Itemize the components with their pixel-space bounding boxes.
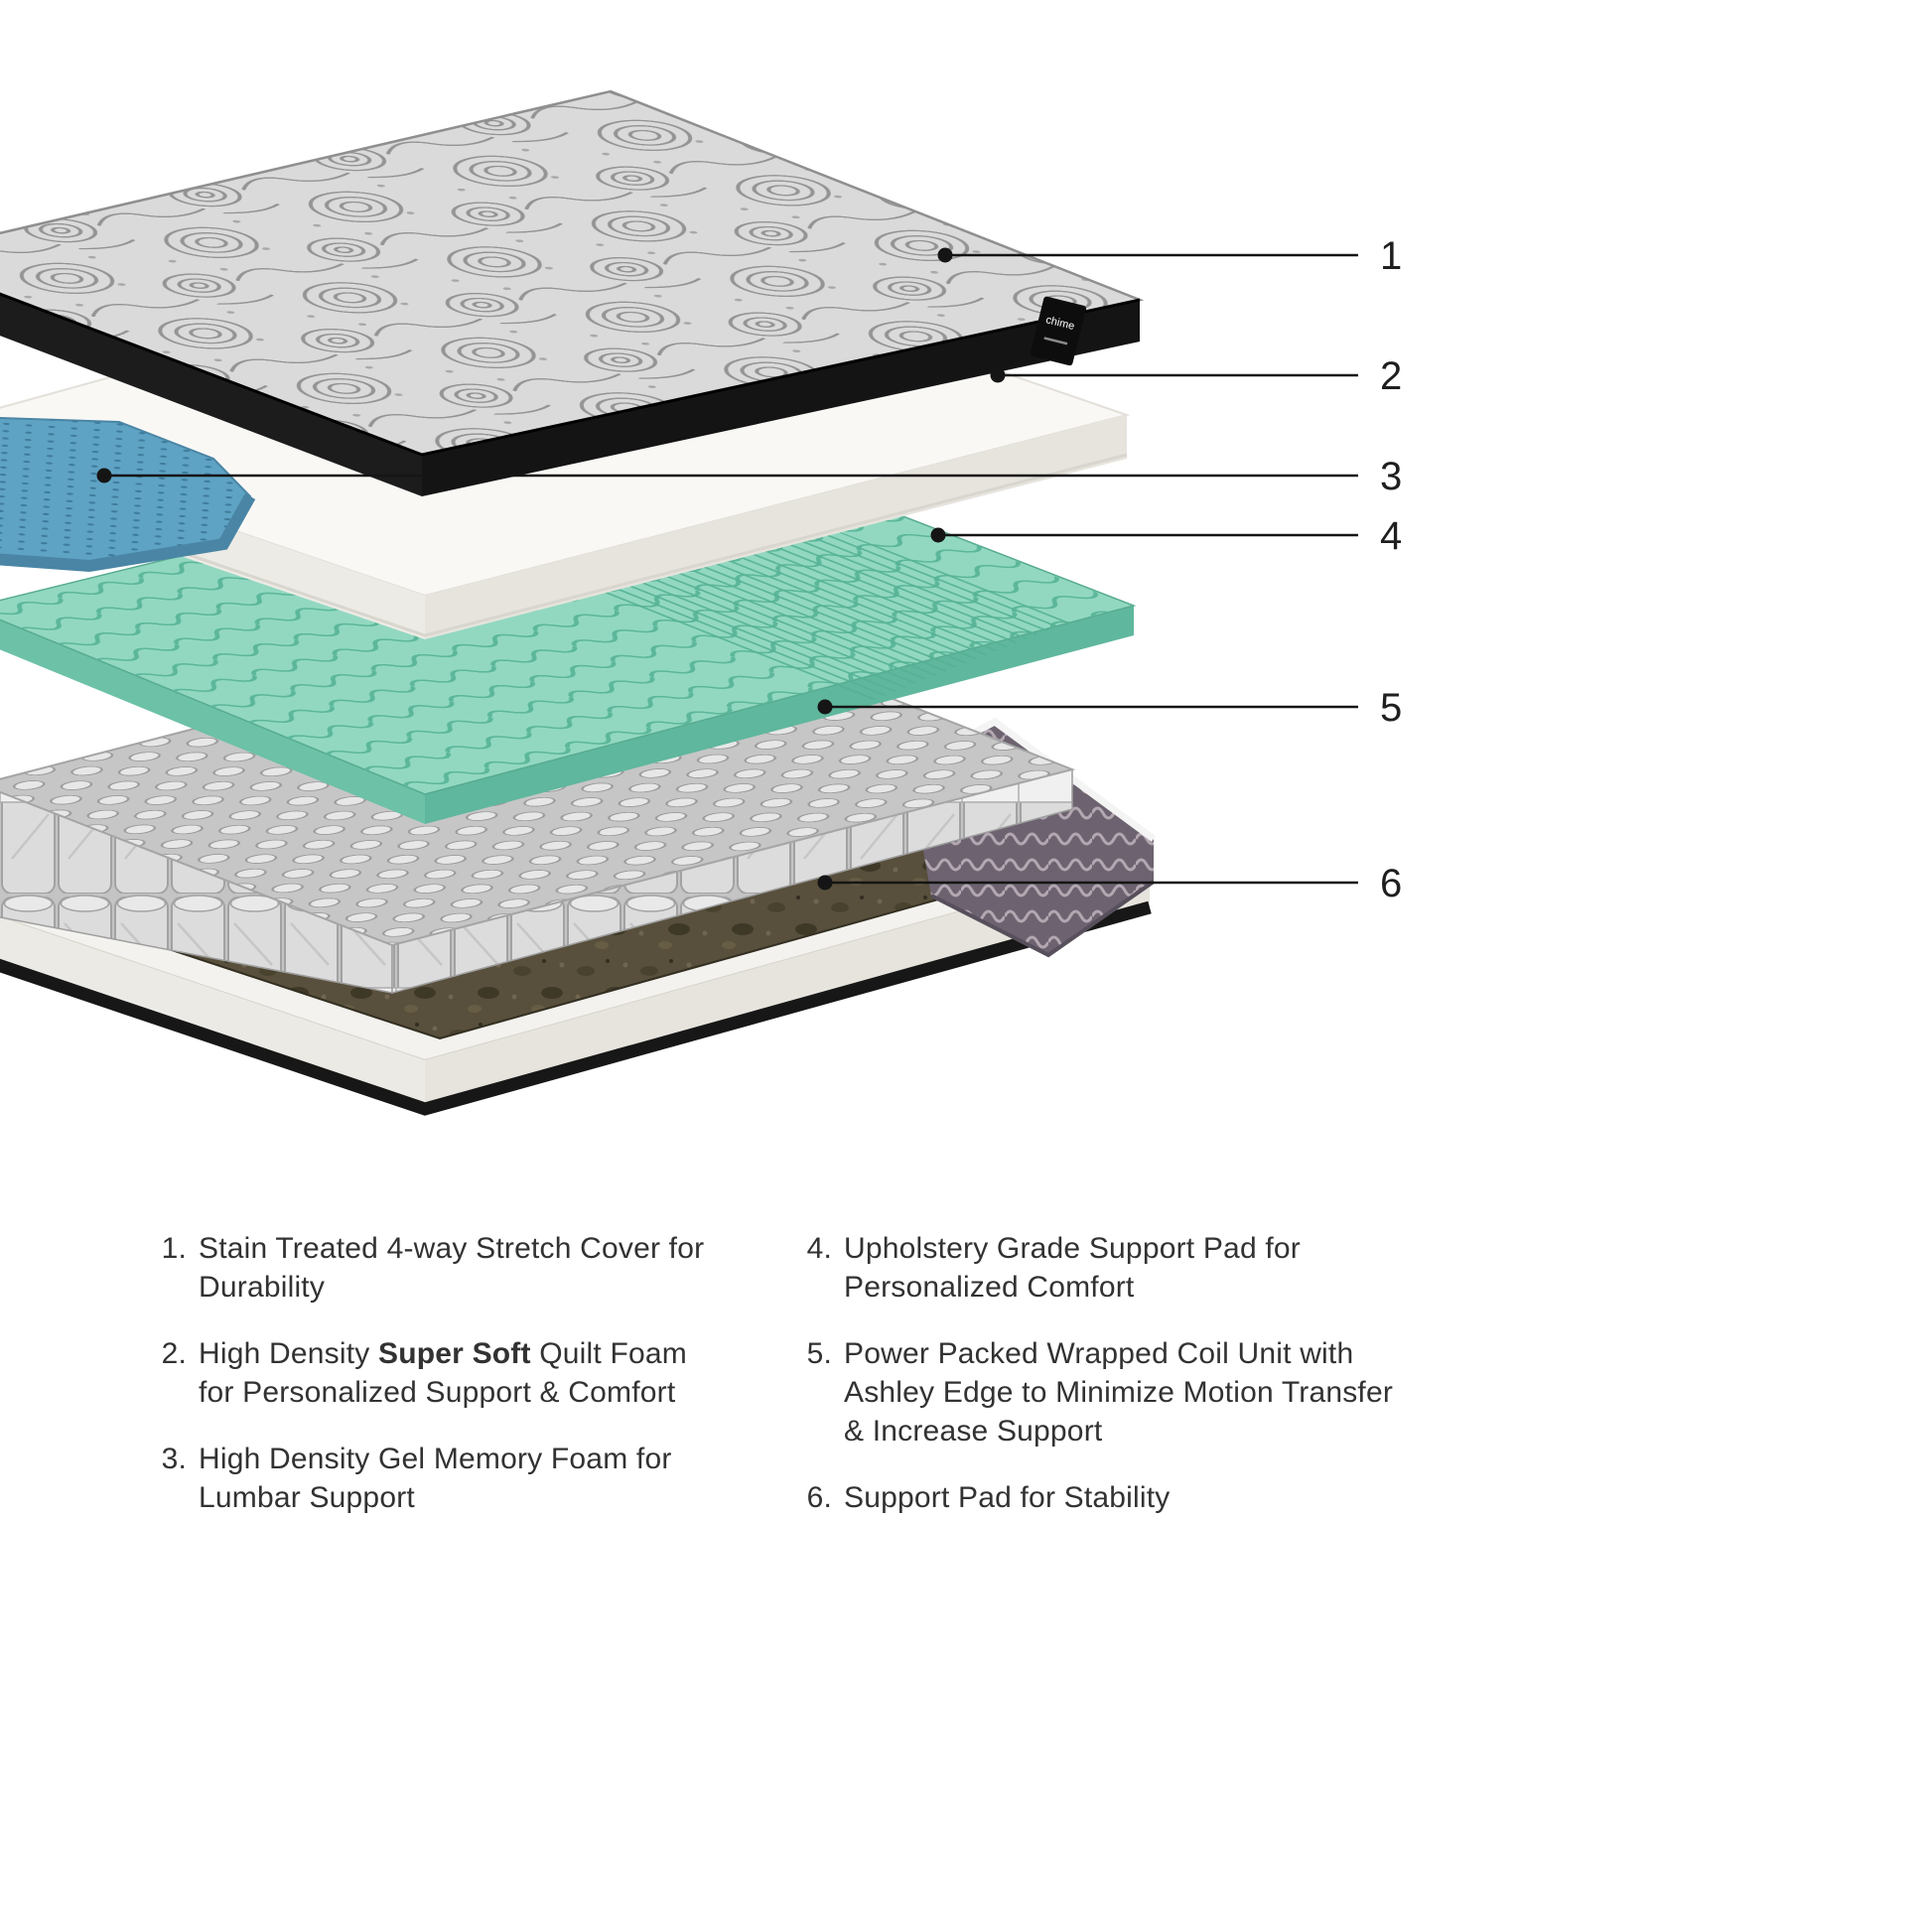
callout-number-2: 2 bbox=[1380, 354, 1402, 398]
legend-item-2: 2. High Density Super Soft Quilt Foam fo… bbox=[139, 1334, 715, 1412]
legend-item-6-text: Support Pad for Stability bbox=[844, 1481, 1171, 1514]
legend-item-3: 3. High Density Gel Memory Foam for Lumb… bbox=[139, 1440, 715, 1517]
callout-line-4 bbox=[930, 527, 1358, 543]
callout-line-2 bbox=[990, 367, 1358, 383]
exploded-mattress-illustration: chime bbox=[0, 89, 1402, 1116]
legend-item-6: 6. Support Pad for Stability bbox=[784, 1478, 1400, 1517]
legend-item-6-number: 6. bbox=[806, 1481, 832, 1514]
legend-item-2-number: 2. bbox=[161, 1337, 187, 1370]
brand-tag: chime bbox=[1030, 296, 1087, 366]
legend-item-3-text: High Density Gel Memory Foam for Lumbar … bbox=[199, 1443, 672, 1514]
callout-lines bbox=[96, 247, 1358, 891]
legend-item-3-number: 3. bbox=[161, 1443, 187, 1475]
callout-line-1 bbox=[937, 247, 1358, 263]
cover-layer: chime bbox=[0, 89, 1145, 496]
callout-line-5 bbox=[817, 699, 1358, 715]
legend-item-4-text: Upholstery Grade Support Pad for Persona… bbox=[844, 1232, 1301, 1304]
legend-item-5: 5. Power Packed Wrapped Coil Unit with A… bbox=[784, 1334, 1400, 1450]
callout-number-3: 3 bbox=[1380, 455, 1402, 498]
legend-item-1-number: 1. bbox=[161, 1232, 187, 1265]
callout-number-6: 6 bbox=[1380, 862, 1402, 905]
legend-item-2-text-bold: Super Soft bbox=[378, 1337, 531, 1370]
legend-item-1-text: Stain Treated 4-way Stretch Cover for Du… bbox=[199, 1232, 705, 1304]
callout-line-6 bbox=[817, 875, 1358, 891]
legend-item-2-text-post: Quilt Foam for Personalized Support & Co… bbox=[199, 1337, 687, 1409]
legend-item-5-number: 5. bbox=[806, 1337, 832, 1370]
legend-column-left: 1. Stain Treated 4-way Stretch Cover for… bbox=[139, 1229, 715, 1517]
callout-number-4: 4 bbox=[1380, 514, 1402, 558]
legend-item-2-text-pre: High Density bbox=[199, 1337, 379, 1370]
gel-foam-layer bbox=[0, 416, 256, 573]
callout-numbers: 1 2 3 4 5 6 bbox=[1380, 234, 1402, 905]
callout-number-1: 1 bbox=[1380, 234, 1402, 278]
base-black-border bbox=[0, 900, 1152, 1116]
callout-number-5: 5 bbox=[1380, 686, 1402, 730]
legend-item-4: 4. Upholstery Grade Support Pad for Pers… bbox=[784, 1229, 1400, 1307]
legend-item-5-text: Power Packed Wrapped Coil Unit with Ashl… bbox=[844, 1337, 1394, 1448]
legend-item-1: 1. Stain Treated 4-way Stretch Cover for… bbox=[139, 1229, 715, 1307]
callout-line-3 bbox=[96, 468, 1358, 483]
legend-item-4-number: 4. bbox=[806, 1232, 832, 1265]
legend-item-2-text: High Density Super Soft Quilt Foam for P… bbox=[199, 1334, 715, 1412]
legend-column-right: 4. Upholstery Grade Support Pad for Pers… bbox=[784, 1229, 1400, 1517]
